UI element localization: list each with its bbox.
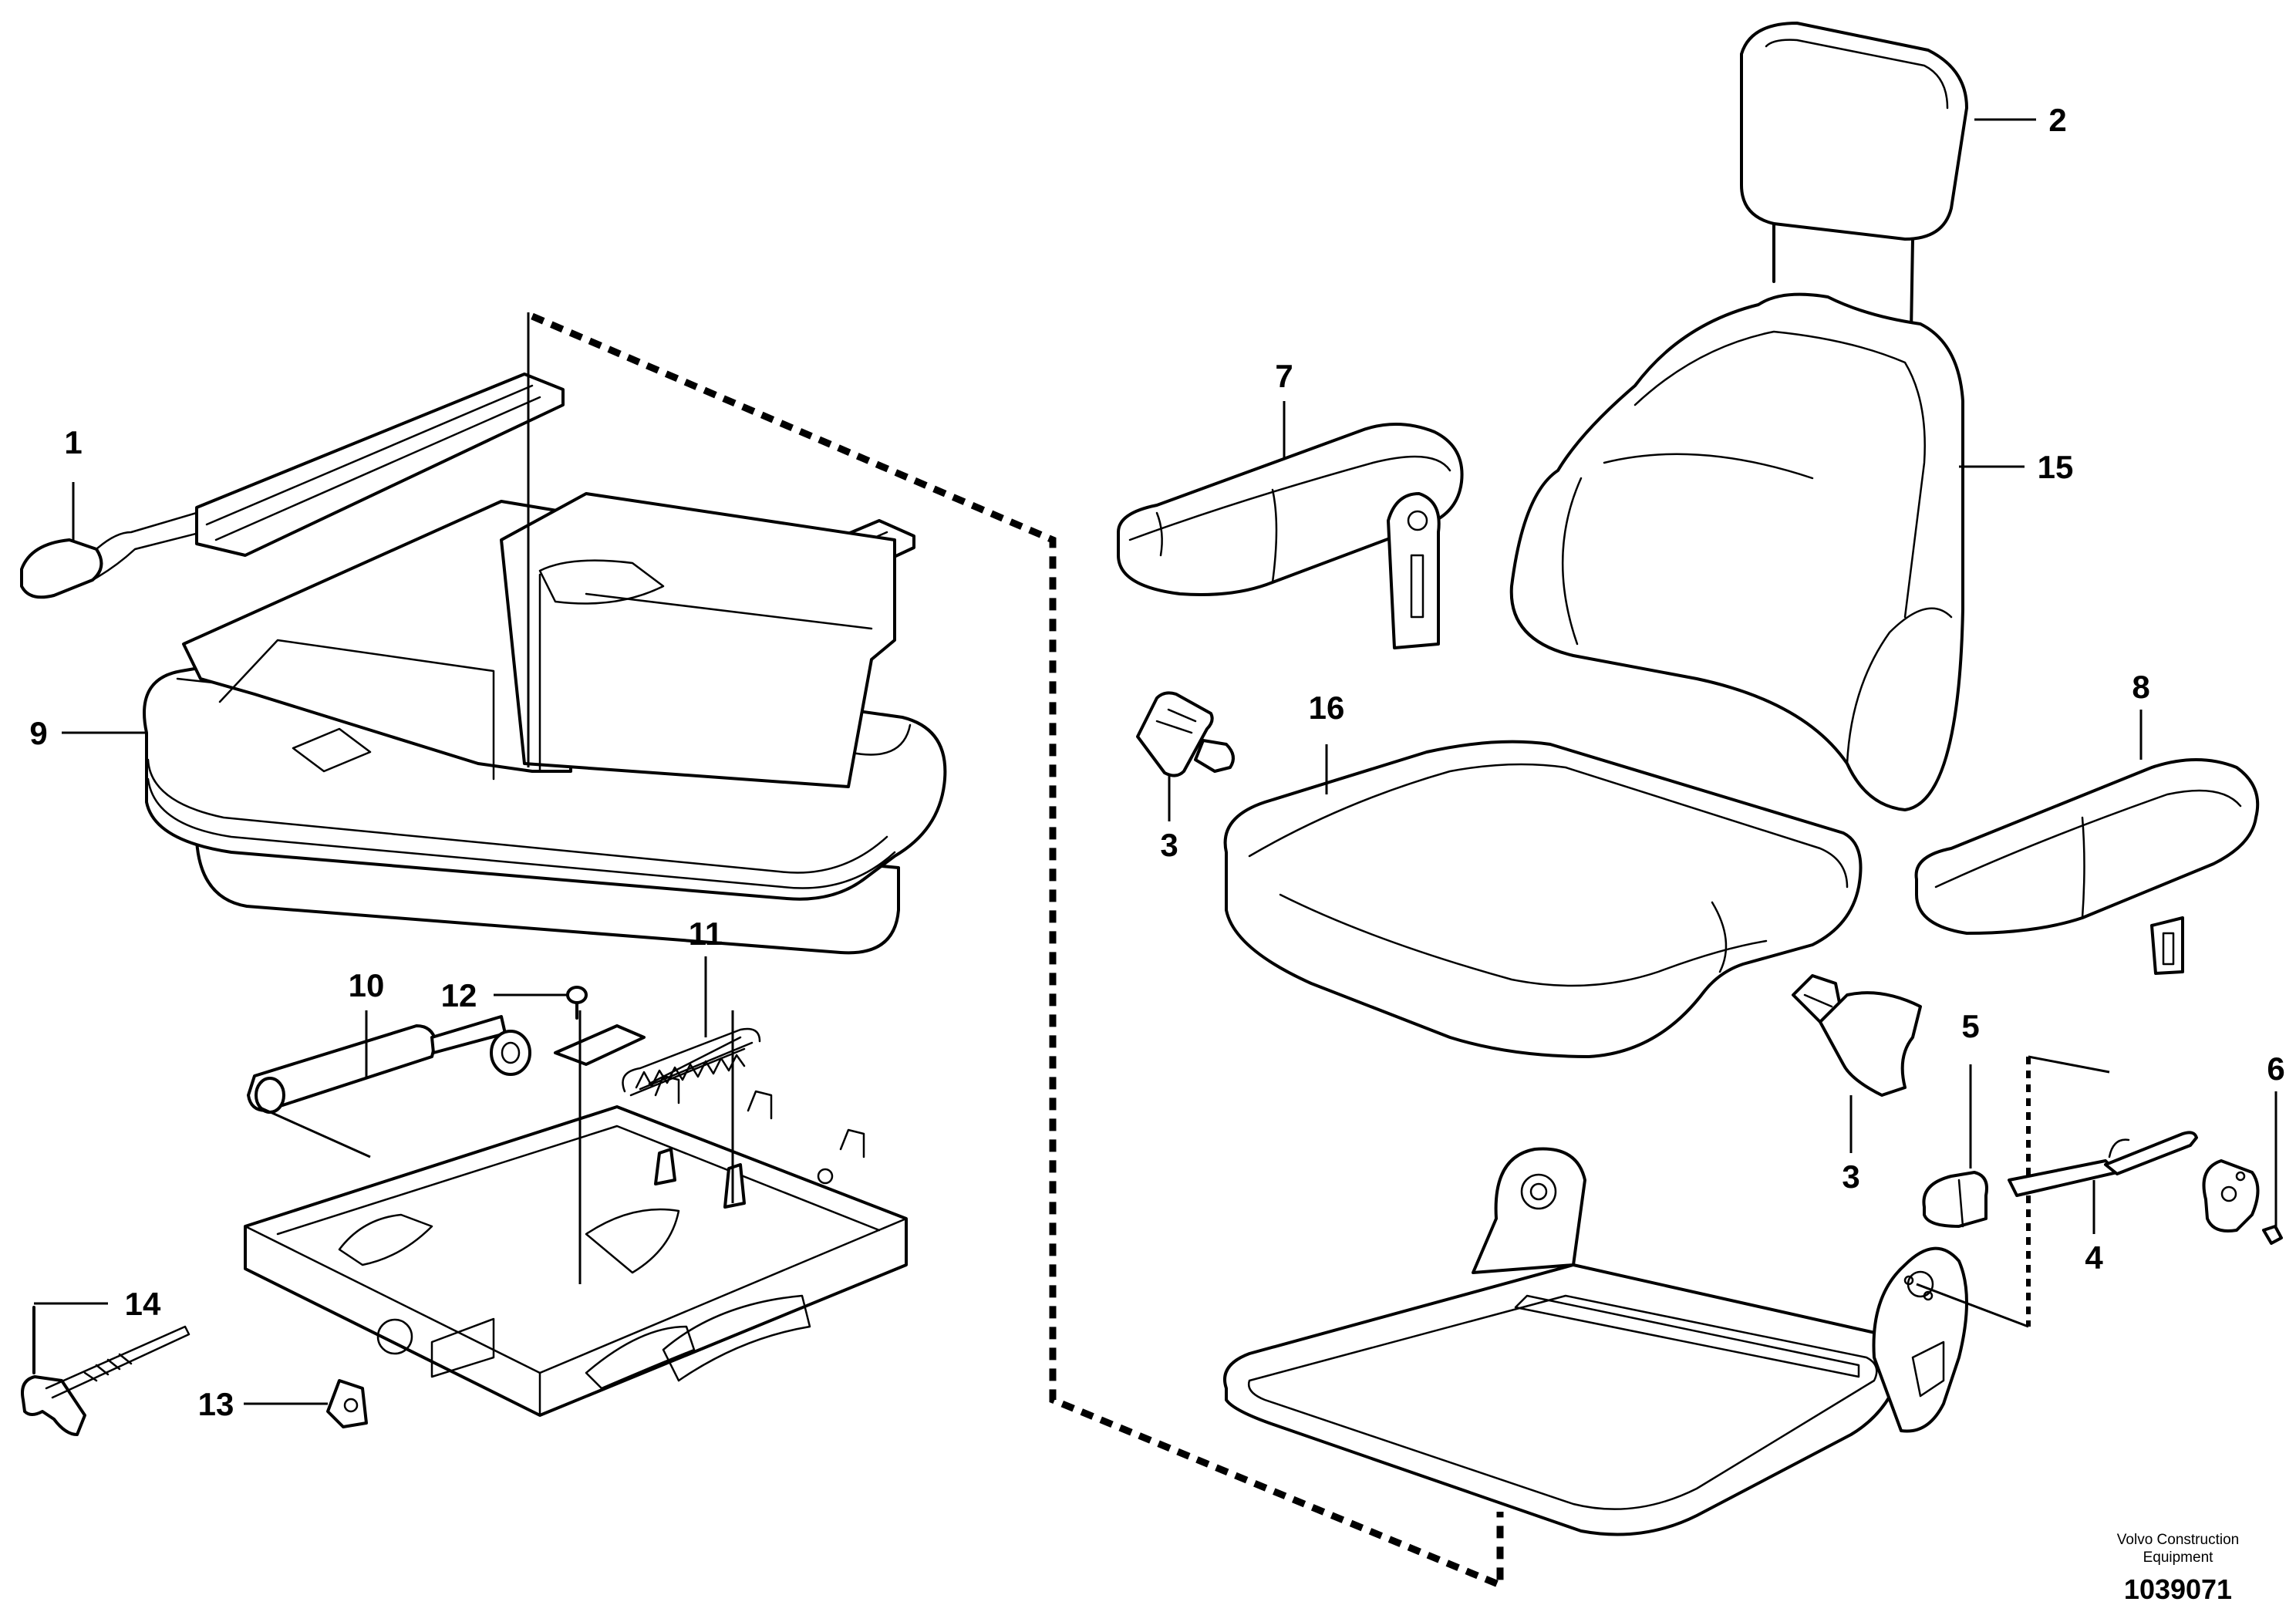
document-number: 1039071 — [2123, 1573, 2233, 1605]
callout-2: 2 — [2048, 102, 2066, 138]
part-3-belt-buckle-left — [1136, 691, 1235, 777]
callout-3-right: 3 — [1842, 1158, 1859, 1195]
leader-lines — [34, 118, 2277, 1405]
part-3-belt-buckle-right — [1792, 974, 1922, 1097]
part-15-backrest — [1509, 292, 1964, 811]
part-16-seat-cushion — [1223, 740, 1863, 1058]
part-8-armrest-right — [1914, 758, 2260, 975]
callout-6: 6 — [2267, 1050, 2284, 1087]
part-9-suspension-housing — [143, 492, 947, 955]
callout-7: 7 — [1275, 358, 1293, 394]
part-14-adjustment-lever — [21, 1306, 190, 1436]
part-1-slide-handle — [20, 511, 204, 599]
part-2-headrest — [1740, 22, 1968, 333]
callout-8: 8 — [2132, 669, 2149, 705]
callout-10: 10 — [349, 967, 385, 1003]
callout-14: 14 — [125, 1286, 161, 1322]
part-13-clip — [326, 1379, 368, 1428]
assembly-dash-lines — [531, 312, 2031, 1590]
callout-4: 4 — [2085, 1239, 2103, 1276]
manufacturer-credit: Volvo Construction Equipment — [2089, 1531, 2267, 1566]
seat-base-frame — [244, 1074, 908, 1417]
part-7-armrest-left — [1117, 423, 1464, 649]
callout-3-left: 3 — [1160, 827, 1178, 863]
part-4-lever-rod — [2008, 1131, 2198, 1197]
callout-1: 1 — [64, 424, 82, 460]
callout-numbers: 1 2 3 3 4 5 6 7 8 9 10 11 12 13 14 15 16 — [29, 102, 2284, 1422]
manufacturer-line-1: Volvo Construction — [2116, 1532, 2240, 1548]
callout-12: 12 — [441, 977, 477, 1013]
callout-11: 11 — [689, 916, 723, 952]
seat-pan — [1223, 1147, 1968, 1536]
part-12-rivet-and-bracket — [554, 986, 646, 1066]
callout-5: 5 — [1961, 1008, 1979, 1044]
callout-13: 13 — [198, 1386, 234, 1422]
part-10-gas-spring — [247, 1015, 531, 1114]
callout-9: 9 — [29, 715, 47, 751]
part-5-knob — [1922, 1171, 1988, 1228]
callout-15: 15 — [2038, 449, 2074, 485]
callout-16: 16 — [1309, 690, 1345, 726]
part-6-screw-and-plate — [2202, 1159, 2283, 1245]
manufacturer-line-2: Equipment — [2143, 1549, 2213, 1566]
